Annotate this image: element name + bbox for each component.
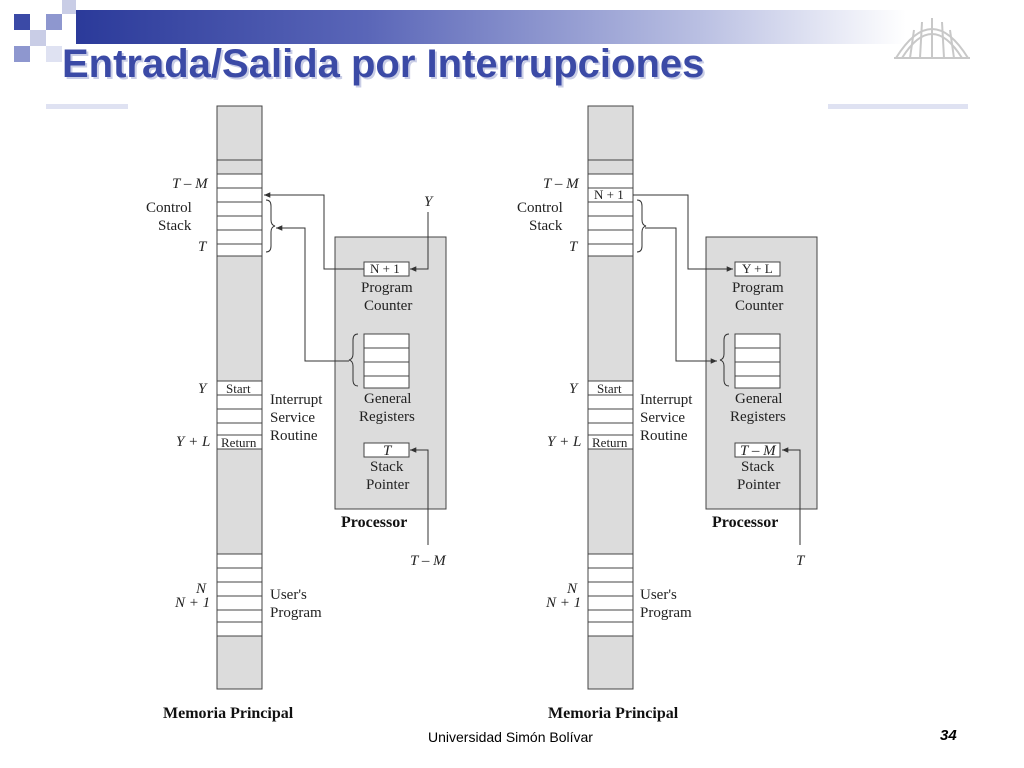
control-stack-label-1: Control [517, 200, 563, 216]
decor-square [14, 14, 30, 30]
y-input-arrow [410, 212, 429, 272]
program-counter-label-2: Counter [735, 298, 783, 314]
registers-label-1: General [364, 391, 411, 407]
stack-to-regs-arrow [645, 227, 717, 364]
addr-y-plus-l: Y + L [547, 434, 581, 450]
addr-y: Y [198, 381, 208, 397]
start-cell-label: Start [226, 381, 251, 396]
control-stack-label-2: Stack [158, 218, 192, 234]
title-underline-left [46, 104, 128, 109]
stack-pointer-register [734, 442, 781, 458]
stack-top-cell-value: N + 1 [594, 187, 624, 202]
left-diagram: Start Return T – M Control Stack T Y Y +… [146, 105, 447, 722]
program-counter-label-1: Program [732, 280, 784, 296]
program-counter-register [734, 261, 781, 277]
user-program-label-1: User's [270, 587, 307, 603]
addr-n: N [566, 581, 578, 597]
regs-to-stack-arrow [276, 225, 349, 362]
addr-n-plus-1: N + 1 [545, 595, 581, 611]
y-input-label: Y [424, 194, 434, 210]
addr-y: Y [569, 381, 579, 397]
right-diagram: N + 1 Start Return T – M Control Stack [517, 105, 818, 722]
isr-label-3: Routine [640, 428, 688, 444]
isr-label-1: Interrupt [640, 392, 693, 408]
memory-caption: Memoria Principal [163, 705, 294, 722]
control-stack-label-2: Stack [529, 218, 563, 234]
decor-square [30, 30, 46, 46]
title-underline-right [828, 104, 968, 109]
stack-pointer-label-2: Pointer [737, 477, 780, 493]
addr-t-minus-m: T – M [543, 176, 580, 192]
sp-input-label: T [796, 553, 806, 569]
program-counter-label-2: Counter [364, 298, 412, 314]
page-number: 34 [940, 727, 957, 744]
sp-input-label: T – M [410, 553, 447, 569]
stack-to-pc-arrow [633, 194, 733, 272]
isr-label-2: Service [640, 410, 685, 426]
registers-label-2: Registers [359, 409, 415, 425]
isr-label-1: Interrupt [270, 392, 323, 408]
control-stack-label-1: Control [146, 200, 192, 216]
decor-square [14, 46, 30, 62]
decor-square [62, 0, 76, 14]
return-cell-label: Return [221, 435, 257, 450]
program-counter-label-1: Program [361, 280, 413, 296]
user-program-label-2: Program [640, 605, 692, 621]
isr-cells [587, 380, 634, 450]
addr-n: N [195, 581, 207, 597]
stack-pointer-label-1: Stack [370, 459, 404, 475]
university-dome-logo [894, 18, 970, 59]
user-program-label-1: User's [640, 587, 677, 603]
sp-input-arrow [410, 447, 429, 545]
addr-n-plus-1: N + 1 [174, 595, 210, 611]
isr-label-3: Routine [270, 428, 318, 444]
stack-pointer-value: T [383, 443, 393, 459]
addr-t: T [569, 239, 579, 255]
registers-brace [348, 333, 359, 387]
registers-brace [719, 333, 730, 387]
registers-label-1: General [735, 391, 782, 407]
stack-brace [265, 199, 276, 253]
user-program-cells [587, 553, 634, 637]
general-registers [363, 333, 410, 389]
user-program-cells [216, 553, 263, 637]
start-cell-label: Start [597, 381, 622, 396]
stack-pointer-label-2: Pointer [366, 477, 409, 493]
control-stack-cells [587, 173, 634, 257]
decor-square [46, 14, 62, 30]
processor-label: Processor [341, 514, 407, 531]
addr-y-plus-l: Y + L [176, 434, 210, 450]
sp-input-arrow [782, 447, 801, 545]
return-cell-label: Return [592, 435, 628, 450]
registers-label-2: Registers [730, 409, 786, 425]
program-counter-value: N + 1 [370, 261, 400, 276]
stack-pointer-value: T – M [740, 443, 777, 459]
processor-label: Processor [712, 514, 778, 531]
footer-text: Universidad Simón Bolívar [428, 729, 593, 745]
memory-caption: Memoria Principal [548, 705, 679, 722]
stack-brace [636, 199, 647, 253]
isr-label-2: Service [270, 410, 315, 426]
isr-cells [216, 380, 263, 450]
program-counter-value: Y + L [742, 261, 773, 276]
decor-square [46, 46, 62, 62]
addr-t: T [198, 239, 208, 255]
addr-t-minus-m: T – M [172, 176, 209, 192]
title-gradient-bar [76, 10, 906, 44]
user-program-label-2: Program [270, 605, 322, 621]
pc-to-stack-arrow [264, 192, 364, 270]
stack-pointer-label-1: Stack [741, 459, 775, 475]
stack-pointer-register [363, 442, 410, 458]
slide-title: Entrada/Salida por Interrupciones [62, 42, 705, 86]
general-registers [734, 333, 781, 389]
control-stack-cells [216, 173, 263, 257]
